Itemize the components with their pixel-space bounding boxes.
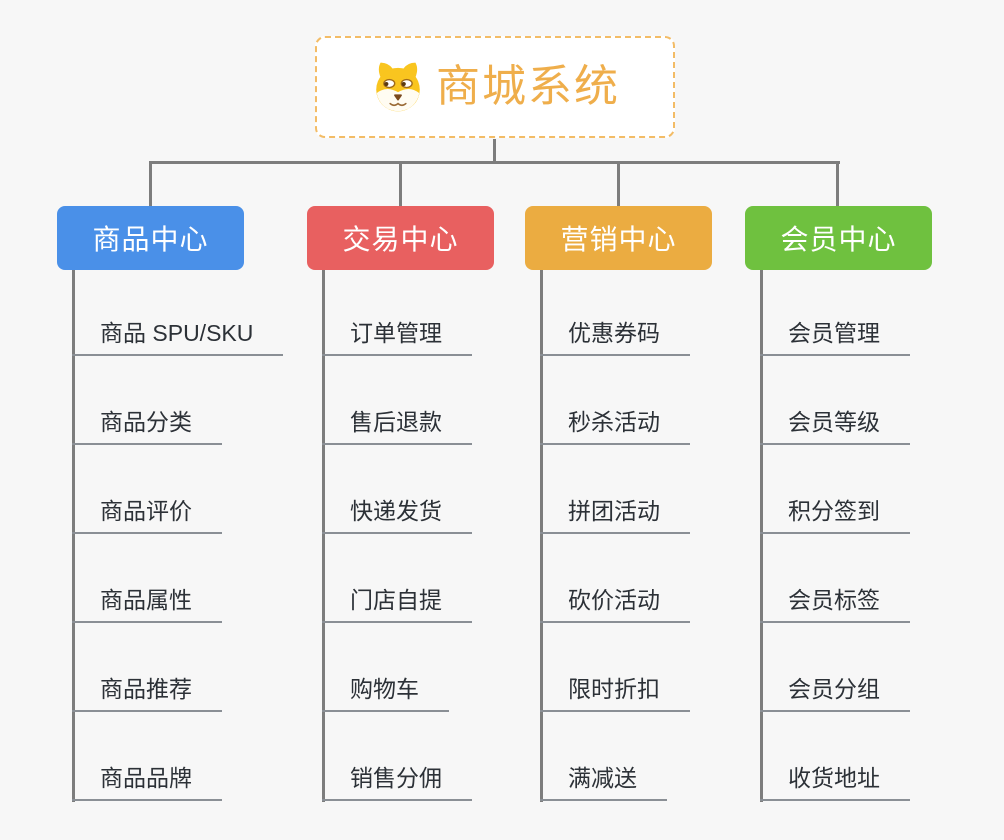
- leaf-node[interactable]: 秒杀活动: [540, 407, 690, 445]
- leaf-node[interactable]: 订单管理: [322, 318, 472, 356]
- leaf-node[interactable]: 快递发货: [322, 496, 472, 534]
- leaf-node[interactable]: 会员管理: [760, 318, 910, 356]
- leaf-node[interactable]: 商品 SPU/SKU: [72, 318, 284, 356]
- leaf-node[interactable]: 门店自提: [322, 585, 472, 623]
- leaf-node[interactable]: 拼团活动: [540, 496, 690, 534]
- leaf-node[interactable]: 商品分类: [72, 407, 222, 445]
- connector-column-member: [760, 270, 763, 802]
- leaf-node[interactable]: 优惠券码: [540, 318, 690, 356]
- connector-horizontal-bar: [149, 161, 840, 164]
- leaf-node[interactable]: 商品推荐: [72, 674, 222, 712]
- connector-drop-marketing: [617, 161, 620, 207]
- leaf-node[interactable]: 商品属性: [72, 585, 222, 623]
- leaf-node[interactable]: 积分签到: [760, 496, 910, 534]
- leaf-node[interactable]: 满减送: [540, 763, 667, 801]
- root-node[interactable]: 商城系统: [315, 36, 675, 138]
- connector-drop-trade: [399, 161, 402, 207]
- leaf-node[interactable]: 售后退款: [322, 407, 472, 445]
- branch-node-product[interactable]: 商品中心: [57, 206, 244, 270]
- connector-root-drop: [493, 139, 496, 164]
- connector-column-marketing: [540, 270, 543, 802]
- root-label: 商城系统: [436, 62, 620, 111]
- connector-column-product: [72, 270, 75, 802]
- branch-node-trade[interactable]: 交易中心: [307, 206, 494, 270]
- leaf-node[interactable]: 会员标签: [760, 585, 910, 623]
- branch-node-marketing[interactable]: 营销中心: [525, 206, 712, 270]
- leaf-node[interactable]: 销售分佣: [322, 763, 472, 801]
- connector-drop-member: [836, 161, 839, 207]
- leaf-node[interactable]: 商品评价: [72, 496, 222, 534]
- branch-node-member[interactable]: 会员中心: [745, 206, 932, 270]
- leaf-node[interactable]: 砍价活动: [540, 585, 690, 623]
- leaf-node[interactable]: 会员分组: [760, 674, 910, 712]
- leaf-node[interactable]: 购物车: [322, 674, 449, 712]
- leaf-node[interactable]: 商品品牌: [72, 763, 222, 801]
- leaf-node[interactable]: 会员等级: [760, 407, 910, 445]
- connector-drop-product: [149, 161, 152, 207]
- connector-column-trade: [322, 270, 325, 802]
- dog-face-icon: [370, 60, 426, 114]
- leaf-node[interactable]: 收货地址: [760, 763, 910, 801]
- leaf-node[interactable]: 限时折扣: [540, 674, 690, 712]
